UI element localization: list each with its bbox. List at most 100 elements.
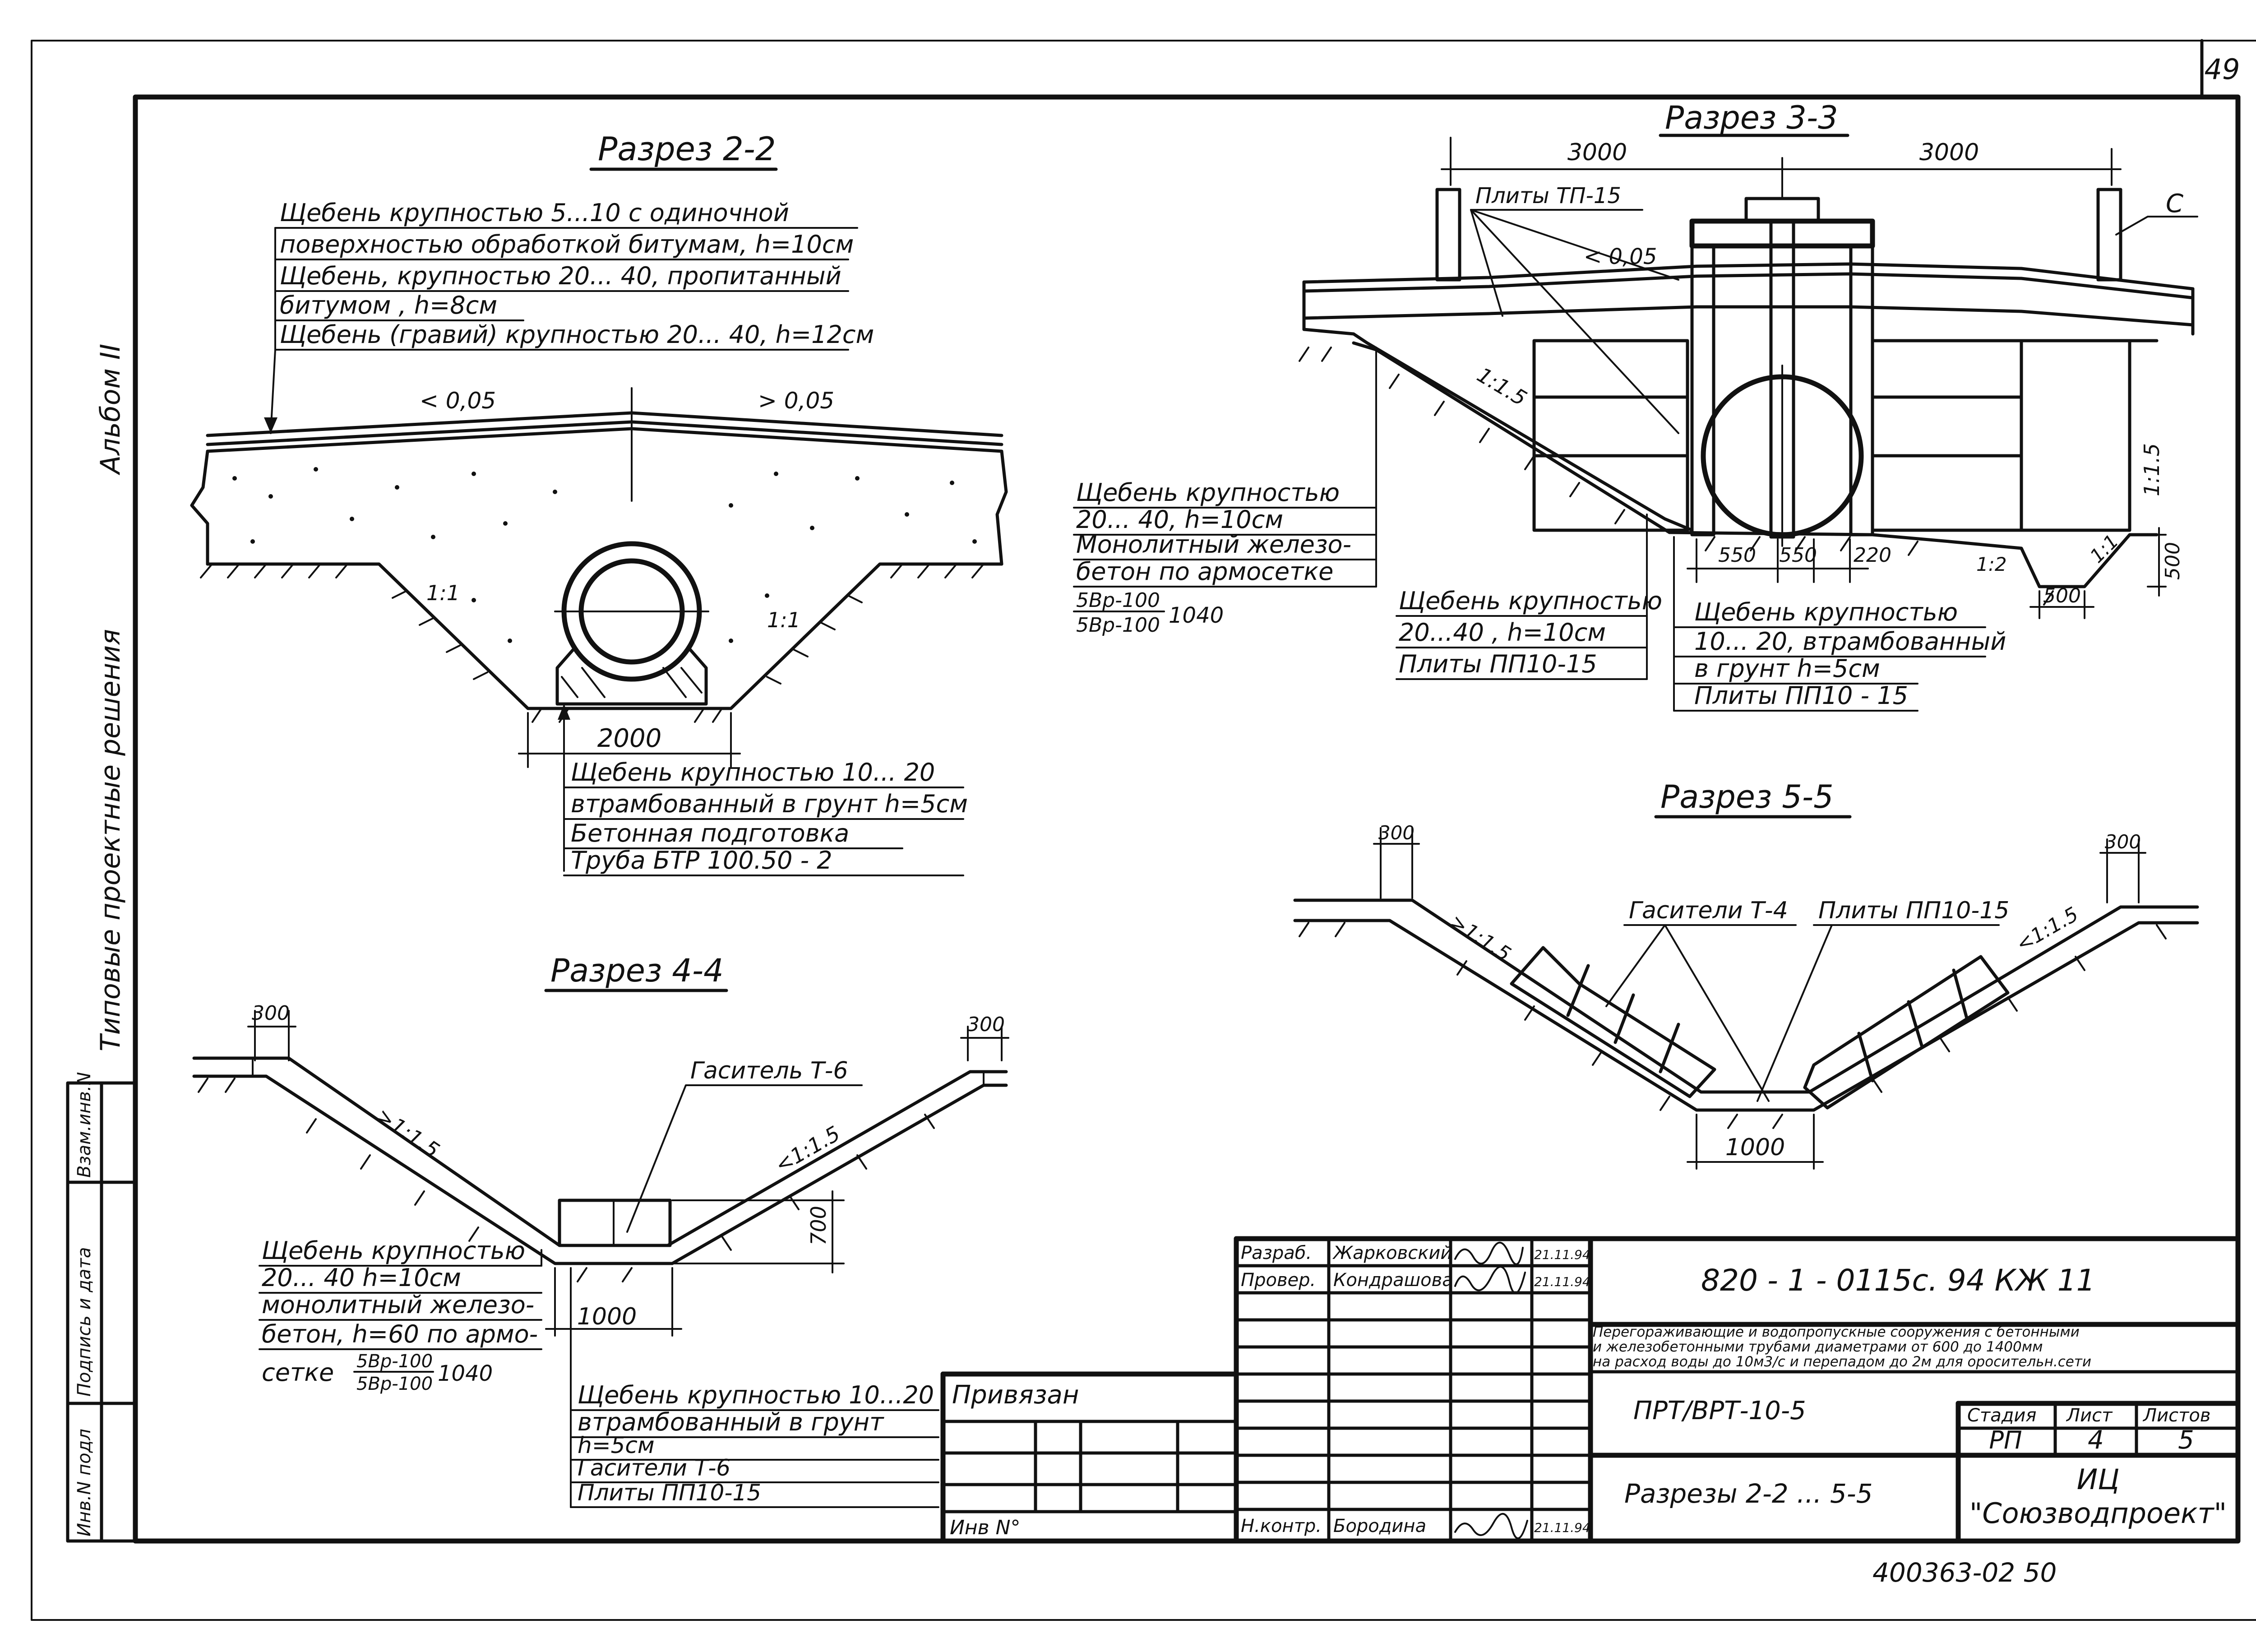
tb-date-norm: 21.11.94 bbox=[1534, 1520, 1590, 1535]
tb-inv: Инв N° bbox=[950, 1516, 1021, 1539]
section-2-2-title: Разрез 2-2 bbox=[598, 130, 776, 168]
s33-bank-end: 1:1 bbox=[2085, 530, 2122, 567]
section-2-2: Разрез 2-2 Щебень крупностью 5...10 с од… bbox=[190, 130, 1008, 876]
s44-armature-top: 5Вр-100 bbox=[356, 1351, 433, 1372]
section-5-5-title: Разрез 5-5 bbox=[1660, 778, 1834, 815]
side-stamp: Взам.инв.N Подпись и дата Инв.N подл bbox=[66, 1072, 137, 1543]
s33-dim-500-b: 500 bbox=[2161, 542, 2184, 580]
s55-dampers-right bbox=[1803, 955, 2010, 1110]
s22-width: 2000 bbox=[597, 724, 662, 753]
s33-bank-bottom: 1:2 bbox=[1976, 553, 2007, 575]
s33-bank-vertical: 1:1.5 bbox=[2140, 443, 2164, 496]
s55-plates-label: Плиты ПП10-15 bbox=[1818, 897, 2009, 924]
s33-left-4: бетон по армосетке bbox=[1076, 557, 1333, 586]
s22-base-4: Труба БТР 100.50 - 2 bbox=[571, 846, 832, 875]
s55-bank-left: >1:1.5 bbox=[1446, 910, 1515, 966]
s22-callout-1: Щебень крупностью 5...10 с одиночной bbox=[280, 199, 789, 227]
s55-width: 1000 bbox=[1725, 1134, 1785, 1161]
tb-stage-label: Стадия bbox=[1967, 1405, 2036, 1426]
s33-bank-left: 1:1.5 bbox=[1473, 362, 1531, 411]
s22-callout-4: битумом , h=8см bbox=[280, 291, 497, 319]
s44-height: 700 bbox=[806, 1206, 831, 1245]
tb-sheets-total: 5 bbox=[2178, 1425, 2194, 1455]
tb-name-norm: Бородина bbox=[1333, 1516, 1426, 1536]
tb-desc-1: Перегораживающие и водопропускные сооруж… bbox=[1593, 1324, 2080, 1340]
stamp-sign-date: Подпись и дата bbox=[74, 1247, 95, 1397]
s33-armature-size: 1040 bbox=[1169, 603, 1224, 628]
signature-developer bbox=[1454, 1241, 1524, 1265]
s44-dim-right: 300 bbox=[967, 1013, 1005, 1036]
s22-base-3: Бетонная подготовка bbox=[571, 819, 849, 847]
section-4-4-title: Разрез 4-4 bbox=[550, 952, 724, 989]
tb-project-code: ПРТ/ВРТ-10-5 bbox=[1633, 1396, 1806, 1425]
s44-armature-size: 1040 bbox=[438, 1361, 493, 1386]
s22-bank-right: 1:1 bbox=[767, 608, 800, 632]
s44-bottom-2: втрамбованный в грунт bbox=[578, 1408, 884, 1436]
section-3-3: Разрез 3-3 3000 3000 С < 0,05 Плиты ТП-1… bbox=[1073, 99, 2198, 712]
tb-role-checker: Провер. bbox=[1241, 1270, 1316, 1291]
s44-left-1: Щебень крупностью bbox=[262, 1236, 525, 1265]
tb-name-checker: Кондрашова bbox=[1333, 1270, 1453, 1291]
s33-right-1: Щебень крупностью bbox=[1694, 598, 1958, 626]
s44-bank-left: >1:1.5 bbox=[372, 1103, 444, 1162]
tb-date-developer: 21.11.94 bbox=[1534, 1247, 1590, 1262]
album-label: Альбом II bbox=[95, 344, 126, 476]
bottom-note: 400363-02 50 bbox=[1872, 1557, 2057, 1588]
page-number: 49 bbox=[2205, 53, 2240, 86]
tb-sheet-label: Лист bbox=[2066, 1405, 2113, 1426]
s44-dim-left: 300 bbox=[252, 1002, 290, 1025]
s44-bottom-5: Плиты ПП10-15 bbox=[578, 1480, 761, 1506]
tb-role-norm: Н.контр. bbox=[1241, 1516, 1322, 1536]
s33-dim-left: 3000 bbox=[1567, 139, 1627, 166]
s33-dim-220: 220 bbox=[1854, 544, 1891, 567]
stamp-replace-inv: Взам.инв.N bbox=[74, 1072, 95, 1178]
s55-dim-right: 300 bbox=[2105, 831, 2141, 853]
s33-mid-3: Плиты ПП10-15 bbox=[1399, 650, 1597, 678]
s33-dim-500-a: 500 bbox=[2043, 584, 2081, 607]
section-3-3-title: Разрез 3-3 bbox=[1665, 99, 1838, 136]
s22-callout-3: Щебень, крупностью 20... 40, пропитанный bbox=[280, 262, 841, 290]
tb-sheet-no: 4 bbox=[2088, 1425, 2104, 1455]
series-label: Типовые проектные решения bbox=[95, 629, 126, 1051]
s33-dim-550-a: 550 bbox=[1718, 544, 1756, 567]
tb-desc-3: на расход воды до 10м3/с и перепадом до … bbox=[1593, 1354, 2091, 1370]
s44-width: 1000 bbox=[577, 1303, 637, 1330]
tb-org-line1: ИЦ bbox=[2077, 1463, 2120, 1496]
tb-name-developer: Жарковский bbox=[1332, 1243, 1452, 1263]
tb-sheets-label: Листов bbox=[2142, 1405, 2210, 1426]
s44-damper bbox=[558, 1199, 672, 1247]
signature-norm bbox=[1454, 1513, 1528, 1539]
s22-callout-2: поверхностью обработкой битумам, h=10см bbox=[280, 230, 854, 259]
s33-dim-right: 3000 bbox=[1919, 139, 1979, 166]
s22-base-2: втрамбованный в грунт h=5см bbox=[571, 790, 968, 818]
tb-role-developer: Разраб. bbox=[1241, 1243, 1312, 1263]
tb-org-line2: "Союзводпроект" bbox=[1969, 1497, 2227, 1530]
s55-dampers-left bbox=[1510, 946, 1716, 1098]
s33-left-1: Щебень крупностью bbox=[1076, 478, 1340, 507]
section-4-4: Разрез 4-4 300 300 Гаситель Т-6 >1:1.5 <… bbox=[192, 952, 1009, 1508]
s33-right-3: в грунт h=5см bbox=[1694, 654, 1880, 683]
s55-bank-right: <1:1.5 bbox=[2012, 903, 2082, 957]
tb-desc-2: и железобетонными трубами диаметрами от … bbox=[1593, 1339, 2043, 1355]
s33-mid-1: Щебень крупностью bbox=[1399, 587, 1662, 615]
s55-dim-left: 300 bbox=[1378, 822, 1415, 844]
s44-damper-label: Гаситель Т-6 bbox=[690, 1057, 848, 1084]
tb-privyazan: Привязан bbox=[952, 1380, 1079, 1410]
tb-stage: РП bbox=[1989, 1426, 2022, 1454]
outer-border bbox=[31, 40, 2256, 1621]
title-block: Разраб. Провер. Н.контр. Жарковский Конд… bbox=[940, 1236, 2241, 1544]
inner-frame bbox=[133, 94, 2241, 1544]
s33-mark-c: С bbox=[2166, 189, 2183, 218]
s44-left-3: монолитный железо- bbox=[262, 1291, 534, 1319]
tb-date-checker: 21.11.94 bbox=[1534, 1274, 1590, 1289]
s33-slope: < 0,05 bbox=[1584, 244, 1657, 269]
tb-sheet-name: Разрезы 2-2 ... 5-5 bbox=[1624, 1478, 1873, 1509]
section-5-5: Разрез 5-5 300 300 >1:1.5 <1:1.5 bbox=[1293, 778, 2199, 1170]
s33-armature-bottom: 5Вр-100 bbox=[1076, 614, 1160, 637]
stamp-inv-orig: Инв.N подл bbox=[74, 1429, 95, 1536]
s33-dim-550-b: 550 bbox=[1779, 544, 1817, 567]
s44-bottom-4: Гасители Т-6 bbox=[578, 1455, 730, 1481]
s55-dampers-label: Гасители Т-4 bbox=[1629, 897, 1788, 924]
s33-mid-2: 20...40 , h=10см bbox=[1399, 618, 1606, 647]
